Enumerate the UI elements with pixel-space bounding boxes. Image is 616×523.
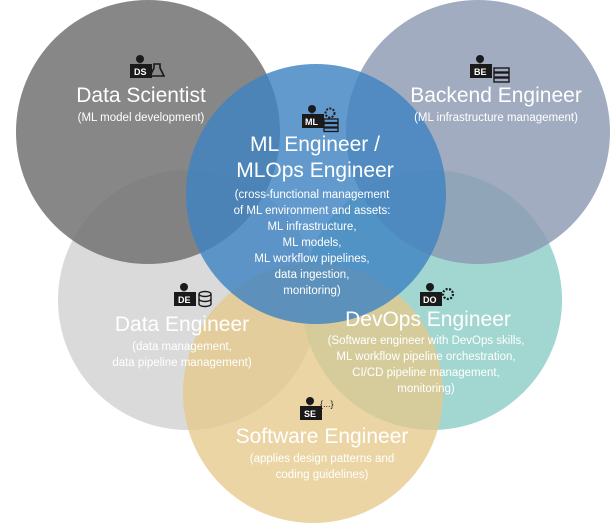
ml-engineer-desc-line: (cross-functional management (235, 189, 390, 201)
software-engineer-desc-line: coding guidelines) (276, 469, 369, 481)
data-scientist-role-icon: DS (130, 55, 166, 78)
data-scientist-badge: DS (134, 67, 147, 77)
circle-ml-engineer (186, 64, 446, 324)
gear-icon (324, 107, 336, 119)
flask-icon (148, 63, 166, 77)
devops-engineer-title: DevOps Engineer (345, 308, 511, 331)
software-engineer-role-icon: SE {...} (300, 397, 334, 420)
devops-engineer-desc-line: CI/CD pipeline management, (352, 367, 500, 379)
database-icon (198, 290, 212, 308)
data-scientist-title: Data Scientist (76, 84, 206, 107)
data-engineer-title: Data Engineer (115, 313, 249, 336)
software-engineer-title: Software Engineer (236, 425, 409, 448)
software-engineer-badge: SE (304, 409, 316, 419)
ml-engineer-title-line-1: ML Engineer / (250, 133, 380, 156)
ml-engineer-desc: (cross-functional management of ML envir… (234, 189, 391, 297)
software-engineer-desc-line: (applies design patterns and (250, 453, 395, 465)
data-scientist-desc: (ML model development) (78, 112, 205, 124)
ml-engineer-desc-line: monitoring) (283, 285, 341, 297)
backend-engineer-title: Backend Engineer (410, 84, 582, 107)
ml-engineer-badge: ML (305, 117, 318, 127)
data-engineer-role-icon: DE (174, 283, 212, 308)
data-engineer-desc-line: (data management, (132, 341, 232, 353)
circle-software-engineer (183, 263, 443, 523)
ml-engineer-desc-line: ML workflow pipelines, (254, 253, 369, 265)
ml-engineer-title-line-2: MLOps Engineer (236, 159, 394, 182)
data-engineer-badge: DE (178, 295, 191, 305)
data-engineer-desc-line: data pipeline management) (112, 357, 252, 369)
ml-engineer-role-icon: ML (302, 105, 339, 133)
ml-engineer-desc-line: ML models, (282, 237, 341, 249)
backend-engineer-badge: BE (474, 67, 487, 77)
devops-engineer-desc-line: ML workflow pipeline orchestration, (336, 351, 515, 363)
ml-engineer-desc-line: ML infrastructure, (267, 221, 356, 233)
ml-engineer-desc-line: of ML environment and assets: (234, 205, 391, 217)
server-icon (323, 118, 339, 133)
server-icon (493, 67, 510, 83)
gear-icon (441, 287, 455, 301)
devops-engineer-role-icon: DO (420, 283, 455, 306)
devops-engineer-desc-line: (Software engineer with DevOps skills, (328, 335, 525, 347)
backend-engineer-role-icon: BE (470, 55, 510, 83)
backend-engineer-desc: (ML infrastructure management) (414, 112, 578, 124)
devops-engineer-desc-line: monitoring) (397, 383, 455, 395)
ml-engineer-desc-line: data ingestion, (275, 269, 350, 281)
code-braces-icon: {...} (320, 399, 334, 409)
devops-engineer-badge: DO (423, 295, 437, 305)
